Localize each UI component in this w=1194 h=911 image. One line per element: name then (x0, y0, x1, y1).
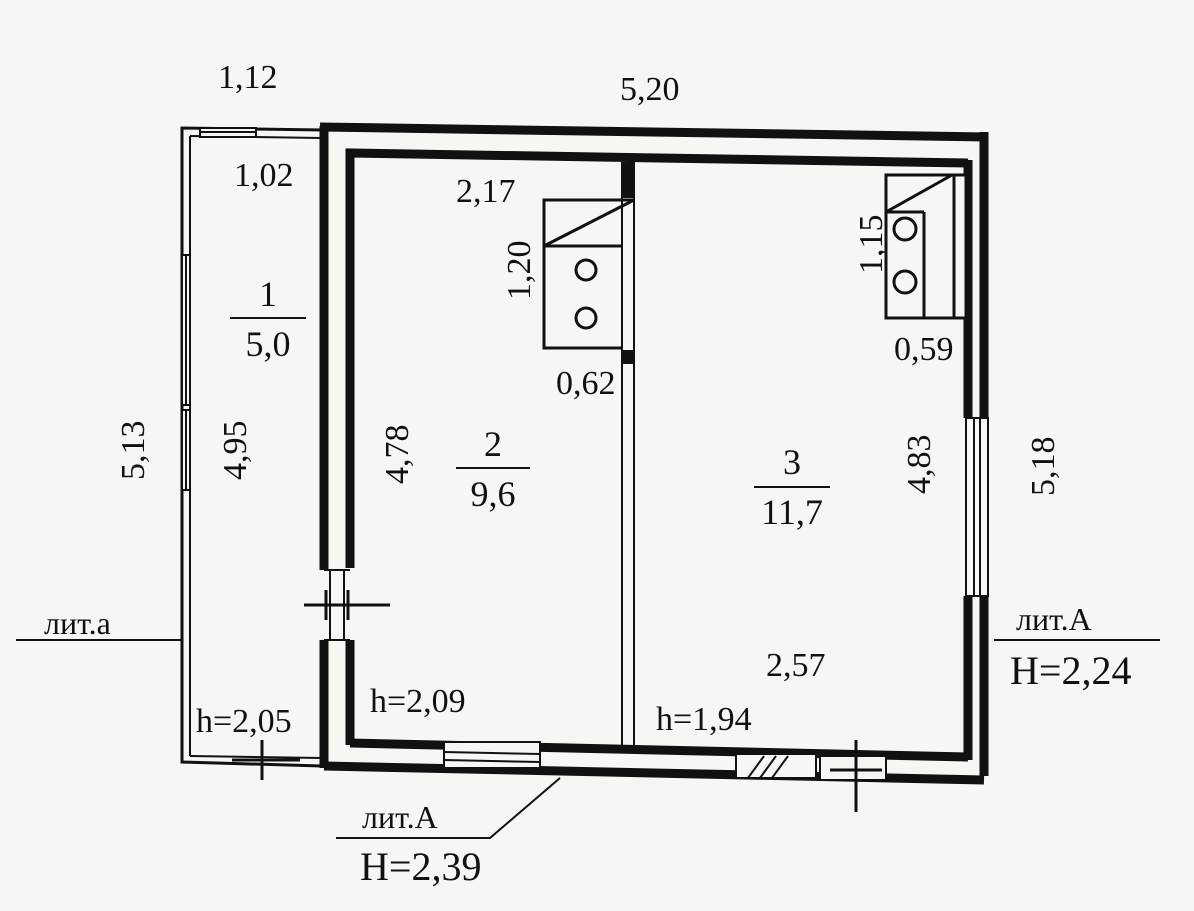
dim-stove2-top: 2,17 (456, 173, 516, 210)
room-3-height: h=1,94 (656, 701, 752, 738)
dim-stove2-width: 0,62 (556, 365, 616, 402)
dim-stove2-length: 1,20 (501, 241, 538, 301)
dim-ext-main-width: 5,20 (620, 71, 680, 108)
dim-ext-left-height: 5,13 (115, 421, 152, 481)
dim-ext-right-height: 5,18 (1025, 437, 1062, 497)
room-1-height: h=2,05 (196, 703, 292, 740)
stove-room-3 (884, 173, 968, 320)
dim-int-room1-height: 4,95 (217, 421, 254, 481)
dim-room3-bottom: 2,57 (766, 647, 826, 684)
main-walls (232, 122, 989, 812)
lit-A-right-label: лит.А (1016, 601, 1092, 637)
room-1-number: 1 (259, 274, 277, 314)
lit-A-bottom-leader (336, 777, 561, 839)
lit-a-label: лит.а (44, 605, 111, 641)
lit-A-bottom-label: лит.А (362, 799, 438, 835)
dim-int-room1-width: 1,02 (234, 157, 294, 194)
H-bottom-label: H=2,39 (360, 844, 481, 889)
stove-room-2 (542, 198, 635, 350)
annex-walls (180, 126, 323, 768)
room-2-number: 2 (484, 424, 502, 464)
H-right-label: H=2,24 (1010, 648, 1131, 693)
room-3-number: 3 (783, 442, 801, 482)
dim-ext-left-width: 1,12 (218, 59, 278, 96)
room-3-area: 11,7 (761, 492, 823, 532)
dim-stove3-length: 1,15 (853, 215, 890, 275)
dim-stove3-width: 0,59 (894, 331, 954, 368)
room-1-area: 5,0 (246, 324, 291, 364)
dim-int-room2-height: 4,78 (379, 425, 416, 485)
room-2-height: h=2,09 (370, 683, 466, 720)
partition-wall (621, 162, 635, 750)
room-2-area: 9,6 (471, 474, 516, 514)
dim-int-room3-height: 4,83 (901, 435, 938, 495)
